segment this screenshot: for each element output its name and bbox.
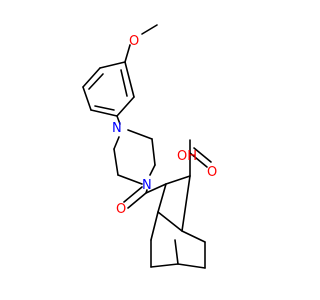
- piperazine-n-bottom-label: N: [142, 178, 152, 193]
- bond-acid-c-o-double: [193, 147, 212, 163]
- bond-acid-c-o: [189, 152, 208, 168]
- bond-ring-n: [116, 115, 121, 125]
- acid-oxygen-label: O: [207, 165, 217, 180]
- acid-oh-label: OH: [177, 149, 197, 164]
- bond-o-ring: [124, 44, 131, 63]
- structure-svg: O N N O OH O: [82, 24, 217, 269]
- methoxy-oxygen-label: O: [129, 34, 139, 49]
- bond-carbonyl-c-bicyclo: [145, 183, 167, 194]
- bicyclooctane-ring: [150, 175, 206, 269]
- piperazine-ring: [113, 129, 156, 185]
- piperazine-n-top-label: N: [112, 121, 122, 136]
- bond-carbonyl-c-o-double: [123, 186, 143, 203]
- molecule-diagram: O N N O OH O: [82, 24, 217, 269]
- bond-carbonyl-c-o: [127, 192, 147, 209]
- benzene-ring: [82, 61, 135, 117]
- bond-methyl-o: [141, 24, 158, 35]
- carbonyl-oxygen-label: O: [116, 202, 126, 217]
